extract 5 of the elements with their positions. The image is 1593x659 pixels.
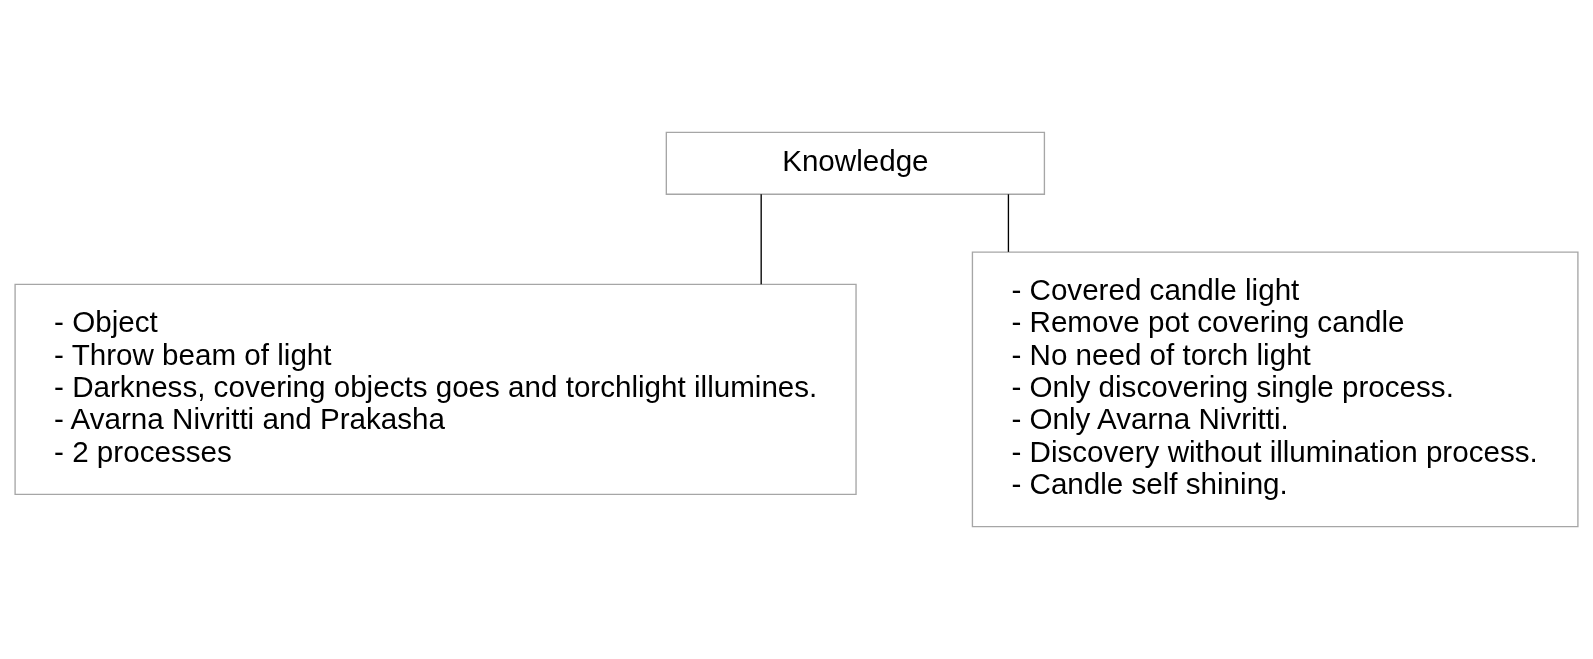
node-box: - Object - Throw beam of light - Darkness, covering objects goes and torchlight illumines. - Avarna Nivritti and Prakasha - 2 processes <box>14 283 857 495</box>
node-box: Knowledge <box>665 131 1046 195</box>
node-box: - Covered candle light - Remove pot covering candle - No need of torch light - Only discovering single process. - Only Avarna Nivritti. - Discovery without illumination process. - Candle self shining. <box>971 251 1579 528</box>
connector <box>1007 193 1010 253</box>
connector <box>760 193 762 285</box>
